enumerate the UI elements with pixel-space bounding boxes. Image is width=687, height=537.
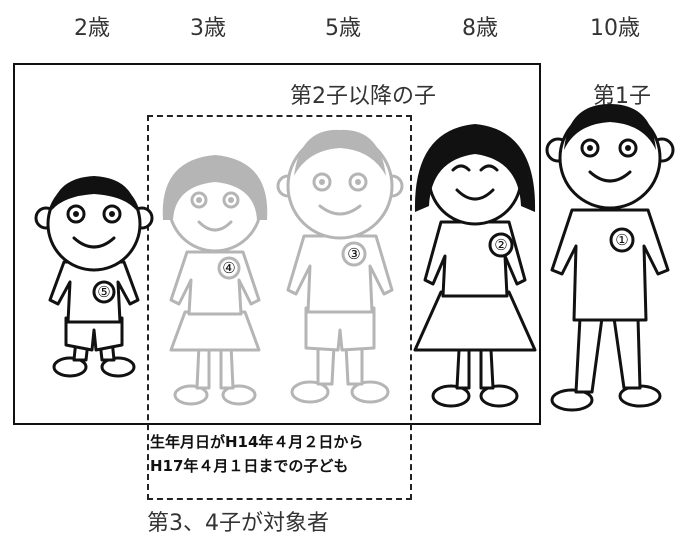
child-4-number: ④ [222, 259, 235, 277]
criteria-line-2: H17年４月１日までの子ども [150, 457, 349, 475]
child-2-number: ② [494, 236, 507, 254]
age-label-10: 10歳 [590, 16, 640, 41]
age-label-5: 5歳 [325, 16, 361, 41]
criteria-line-1: 生年月日がH14年４月２日から [150, 433, 364, 451]
child-2-figure: ② [413, 124, 537, 408]
age-label-8: 8歳 [462, 16, 498, 41]
age-label-2: 2歳 [74, 16, 110, 41]
child-3-figure: ③ [276, 129, 404, 404]
child-1-figure: ① [545, 104, 675, 412]
later-children-label: 第2子以降の子 [290, 84, 436, 109]
child-5-number: ⑤ [97, 283, 110, 301]
age-label-3: 3歳 [190, 16, 226, 41]
child-5-figure: ⑤ [34, 176, 154, 378]
child-3-number: ③ [347, 245, 360, 263]
later-children-frame [13, 63, 541, 425]
child-4-figure: ④ [162, 155, 268, 406]
eligibility-criteria: 生年月日がH14年４月２日から H17年４月１日までの子ども [150, 430, 410, 478]
eligibility-caption: 第3、4子が対象者 [147, 511, 329, 536]
eligible-children-frame [147, 115, 412, 500]
child-1-number: ① [615, 231, 628, 249]
